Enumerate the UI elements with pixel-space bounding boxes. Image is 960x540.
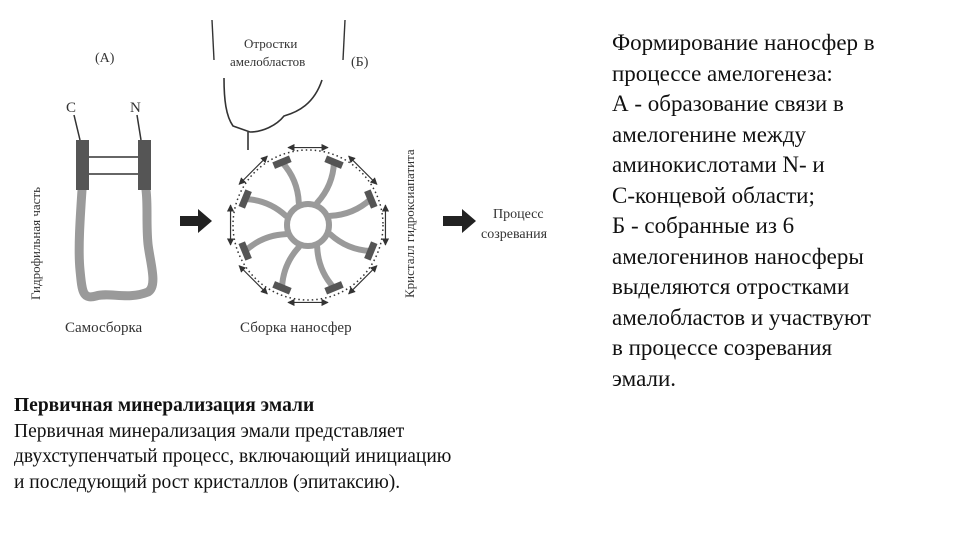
caption-line: процессе амелогенеза: — [612, 60, 833, 86]
bracket-left — [211, 19, 215, 61]
caption-line: А - образование связи в — [612, 91, 844, 116]
terminal-block — [364, 241, 378, 261]
caption-line: эмали. — [612, 365, 677, 391]
terminal-block — [324, 281, 344, 295]
amelogenin-chain — [74, 185, 158, 302]
caption-line: в процессе созревания — [612, 335, 833, 360]
sphere-arrow — [348, 155, 378, 185]
caption-line: амелогенинов наносферы — [612, 243, 864, 269]
sphere-arrows — [226, 143, 390, 307]
section-title: Первичная минерализация эмали — [14, 395, 315, 416]
section-text: Первичная минерализация эмали Первичная … — [14, 393, 604, 495]
sphere-arms — [238, 155, 378, 295]
caption-line: амелобластов и участвуют — [612, 304, 871, 330]
nanosphere-arm — [278, 159, 302, 206]
section-body-line: и последующий рост кристаллов (эпитаксию… — [14, 471, 401, 493]
caption-line: Формирование наносфер в — [612, 30, 875, 55]
terminal-block — [238, 189, 252, 209]
maturation-label-1: Процесс — [493, 207, 544, 222]
processes-label-1: Отростки — [244, 36, 297, 51]
sphere-arrow — [348, 265, 378, 295]
nanosphere-arm — [314, 159, 338, 206]
hydrophilic-part-label: Гидрофильная часть — [28, 187, 43, 300]
n-terminus-label: N — [130, 100, 141, 116]
nanosphere-core — [284, 201, 332, 249]
nanosphere-arm — [327, 231, 374, 255]
caption-line: аминокислотами N- и — [612, 152, 825, 177]
terminal-block — [324, 155, 344, 169]
terminal-block — [238, 241, 252, 261]
nanosphere-arm — [242, 231, 289, 255]
maturation-label-2: созревания — [481, 227, 548, 242]
nanosphere-arm — [327, 195, 374, 219]
amelogenin-diagram: (А) C N Гидрофильная часть Самосборка От… — [28, 19, 548, 336]
c-terminal-block — [76, 140, 89, 190]
sphere-arrow — [238, 155, 268, 185]
n-pointer — [136, 114, 142, 141]
terminal-block — [364, 189, 378, 209]
panel-b-label: (Б) — [351, 55, 369, 70]
nanosphere-arm — [314, 244, 338, 291]
caption-line: амелогенине между — [612, 121, 807, 147]
terminal-block — [272, 155, 292, 169]
terminal-block — [272, 281, 292, 295]
arrow-to-assembly — [180, 209, 212, 233]
nanosphere-assembly-label: Сборка наносфер — [240, 320, 352, 336]
sphere-arrow — [238, 265, 268, 295]
arrow-to-maturation — [443, 209, 476, 233]
c-pointer — [73, 114, 81, 141]
processes-label-2: амелобластов — [230, 54, 305, 69]
nanosphere-arm — [278, 244, 302, 291]
figure-caption: Формирование наносфер в процессе амелоген… — [612, 28, 952, 394]
section-body-line: двухступенчатый процесс, включающий иниц… — [14, 446, 452, 467]
crystal-label: Кристалл гидроксиапатита — [402, 149, 417, 298]
self-assembly-label: Самосборка — [65, 320, 143, 336]
section-body-line: Первичная минерализация эмали представля… — [14, 420, 405, 442]
ameloblast-process-outline — [223, 77, 323, 133]
caption-line: С-концевой области; — [612, 182, 815, 208]
bracket-right — [342, 19, 346, 61]
caption-line: Б - собранные из 6 — [612, 213, 795, 238]
caption-line: выделяются отростками — [612, 274, 850, 299]
n-terminal-block — [138, 140, 151, 190]
c-terminus-label: C — [66, 100, 76, 116]
nanosphere-arm — [242, 195, 289, 219]
panel-a-label: (А) — [95, 51, 115, 66]
